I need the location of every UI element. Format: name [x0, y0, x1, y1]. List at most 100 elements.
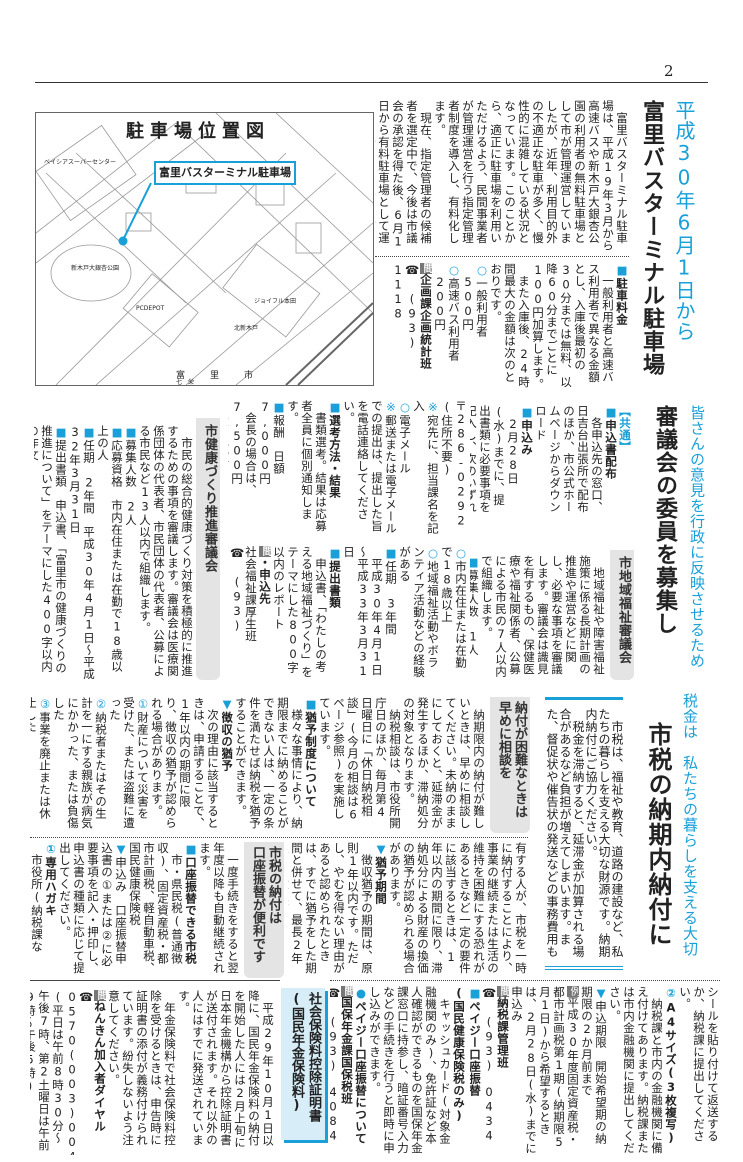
- paragraph-text: (国民健康保険税のみ): [452, 986, 466, 1123]
- bullet-marker: ▼: [594, 986, 608, 1001]
- section-heading: ■ペイジー口座振替: [470, 986, 482, 1156]
- debit-tab: 市税の納付は口座振替が便利です: [244, 842, 284, 978]
- paragraph: ○電子メール: [398, 400, 412, 542]
- paragraph: 一般利用者と高速バス利用者で異なる金額とし、入庫後最初の30分までは無料、以降6…: [531, 263, 615, 393]
- bullet-marker: ■: [82, 425, 96, 440]
- bullet-marker: ○: [475, 263, 489, 278]
- paragraph-text: ペイジー口座振替: [470, 1000, 482, 1097]
- paragraph-text: キャッシュカード(対象金融機関のみ)、免許証など本人確認ができるものを国保年金課…: [368, 986, 452, 1154]
- health-council-tab: 市健康づくり推進審議会: [196, 418, 220, 680]
- paragraph-text: ペイジー口座振替について: [354, 1000, 368, 1145]
- bullet-marker: ■: [384, 546, 398, 561]
- paragraph: 地域福祉や障害福祉施策に係る長期計画の推進や運営などに関し、必要な事項を審議しま…: [480, 555, 606, 680]
- map-label: ジョイフル本田: [254, 298, 297, 305]
- parking-body: 富里バスターミナル駐車場は、平成19年3月から高速バスや新木戸大銀杏公園の利用者…: [375, 100, 629, 252]
- paragraph-text: A4サイズ(3枚複写): [664, 1000, 678, 1146]
- paragraph-text: 書類選考。結果は応募者全員に個別通知します。: [286, 400, 328, 532]
- paragraph-text: 会長の場合は、7,500円: [230, 400, 258, 496]
- debit-body: 一度手続きをすると翌年度以降も自動継続されます。■口座振替できる市税 市・県民税…: [30, 842, 240, 975]
- paragraph: 税金を滞納すると、延滞金が加算される場合があるなど負担が増えてしまいます。また、…: [545, 708, 585, 963]
- paragraph-text: 200円: [433, 263, 447, 331]
- paragraph-text: 500円: [461, 263, 475, 331]
- map-label: 北新木戸: [234, 325, 259, 332]
- bullet-marker: ■: [328, 546, 342, 561]
- paragraph: 平成29年10月1日以降に、国民年金保険料の納付を開始した人には2月上旬に日本年…: [177, 990, 275, 1155]
- section-heading: 問納税課管理班: [496, 986, 510, 1156]
- paragraph-text: 納税者またはその生計を一にする親族が病気にかかった、または負傷した: [52, 697, 108, 829]
- paragraph-text: 徴収猶予の期間は、原則1年以内です。ただし、やむを得ない理由があると認められたと…: [288, 842, 374, 974]
- paragraph: 有する人が、市税を一時に納付することにより、事業の継続または生活の維持を困難にす…: [388, 842, 528, 975]
- inquiry-icon: 問: [259, 546, 271, 557]
- paragraph: 納税課と市内の金融機関に備え付けてあります。納税課または市内金融機関に提出してく…: [608, 986, 664, 1156]
- bullet-marker: ●: [354, 986, 368, 1001]
- section-heading: ②A4サイズ(3枚複写): [664, 986, 678, 1156]
- map-callout: 富里バスターミナル駐車場: [154, 161, 296, 185]
- paragraph: ☎ (93) 0434: [482, 986, 496, 1156]
- paragraph-text: 平成29年10月1日以降に、国民年金保険料の納付を開始した人には2月上旬に日本年…: [177, 990, 275, 1149]
- paragraph-text: 平成30年度固定資産税・都市計画税第1期(納期限5月1日)から希望するときは、2…: [510, 986, 580, 1155]
- bullet-marker: ■: [328, 400, 342, 415]
- map-title: 駐車場位置図: [126, 121, 270, 142]
- paragraph: 現在、指定管理者の候補者を選定中で、今後は市議会の承認を得た後、6月1日から有料…: [375, 100, 433, 252]
- paragraph: 一度手続きをすると翌年度以降も自動継続されます。: [198, 842, 240, 975]
- paragraph-text: 地域福祉や障害福祉施策に係る長期計画の推進や運営などに関し、必要な事項を審議しま…: [480, 555, 606, 678]
- insurance-body: 平成29年10月1日以降に、国民年金保険料の納付を開始した人には2月上旬に日本年…: [30, 990, 275, 1155]
- tax-subtitle: 税金は 私たちの暮らしを支える大切な財源です: [681, 693, 699, 957]
- accent-bar: [545, 697, 623, 700]
- paragraph-text: 申込み 口座振替申込書の①または②に必要事項を記入・押印し、申込書の種類に応じて…: [58, 842, 128, 974]
- paragraph-text: 納税課と市内の金融機関に備え付けてあります。納税課または市内金融機関に提出してく…: [608, 986, 664, 1154]
- section-heading: ■駐車料金: [615, 263, 629, 393]
- paragraph: ☎ (93) 4084: [330, 986, 340, 1156]
- consult-tab-line: 早めに相談を: [496, 701, 511, 779]
- paragraph-text: 2月28日(水)までに、提出書類に必要事項を記入し、次のいずれかの方法で申し込ん…: [470, 405, 520, 513]
- paragraph-text: ☎ (93) 1118: [391, 263, 419, 362]
- bullet-marker: 例: [567, 986, 579, 997]
- bullet-marker: ②: [94, 697, 108, 712]
- paragraph-text: 高速バス利用者: [447, 277, 461, 362]
- consult-body: 納期限内の納付が難しいときは、早めに相談してください。未納のままにしておくと、延…: [222, 697, 486, 829]
- paragraph-text: 様々な事情により、納期限までに納めることができない人は、一定の条件を満たせば納税…: [234, 697, 304, 829]
- paragraph: キャッシュカード(対象金融機関のみ)、免許証など本人確認ができるものを国保年金課…: [368, 986, 452, 1156]
- paragraph-text: ☎ (93) 4084: [330, 986, 340, 1143]
- map-label: ベイシアスーパーセンター: [44, 159, 116, 166]
- paragraph-text: 猶予期間: [374, 856, 388, 905]
- bullet-marker: ■: [304, 697, 318, 712]
- bullet-marker: ○: [398, 400, 412, 415]
- paragraph-text: 市税は、福祉や教育、道路の建設など、私たちの暮らしを支える大切な財源です。納期内…: [584, 708, 623, 958]
- paragraph-text: 申込期限 開始希望期の納期限の2か月前まで: [580, 986, 608, 1145]
- bullet-marker: ①: [136, 697, 150, 712]
- paragraph: 納期限内の納付が難しいときは、早めに相談してください。未納のままにしておくと、延…: [402, 697, 486, 829]
- insurance-box-line: 社会保険料控除証明書: [306, 992, 321, 1122]
- paragraph: (住所不要): [440, 400, 454, 542]
- bullet-marker: ○: [454, 546, 468, 561]
- paragraph: ①財産について災害を受けた、または盗難に遭った: [108, 697, 150, 829]
- paragraph-text: 事業を廃止または休止した: [30, 697, 52, 820]
- paragraph: ②納税者またはその生計を一にする親族が病気にかかった、または負傷した: [52, 697, 108, 829]
- bullet-marker: ■: [604, 405, 618, 420]
- paragraph-text: 市役所(納税課など)と日吉台出張所に備え付けてあります。申込書に個人情報保護: [30, 854, 44, 953]
- debit-body-cont: シールを貼り付けて返送するか、納税課に提出してください。②A4サイズ(3枚複写)…: [470, 986, 720, 1156]
- paragraph-text: 宛先に、担当課名を記入: [412, 400, 440, 535]
- paragraph: (平日は午前8時30分～午後7時、第2土曜日は午前9時～午後5時): [30, 990, 65, 1155]
- paragraph: 平成30年4月1日～平成33年3月31日: [342, 546, 384, 680]
- consult-body-cont: 次の理由に該当するときは、申請することで、1年以内の期間に限り、徴収の猶予が認め…: [30, 697, 220, 829]
- section-heading: (国民健康保険税のみ): [452, 986, 466, 1156]
- paragraph-text: 徴収の猶予: [222, 711, 234, 772]
- paragraph-text: (住所不要): [440, 400, 454, 477]
- paragraph-text: 各申込先の窓口、日吉台出張所で配布のほか、市公式ホームページからダウンロード: [534, 405, 604, 513]
- paragraph: 2月28日(水)までに、提出書類に必要事項を記入し、次のいずれかの方法で申し込ん…: [470, 405, 520, 515]
- paragraph-text: 市・県民税(普通徴収)、固定資産税・都市計画税、軽自動車税、国民健康保険税: [128, 842, 184, 974]
- paragraph-text: 申込み: [520, 419, 534, 456]
- section-heading: 【共通】: [618, 405, 632, 515]
- debit-tab-line: 市税の納付は: [266, 846, 281, 924]
- map-label: 七 栄: [176, 379, 195, 386]
- paragraph: ■報酬 日額 7,000円: [258, 400, 286, 542]
- paragraph-text: 一般利用者と高速バス利用者で異なる金額とし、入庫後最初の30分までは無料、以降6…: [531, 263, 615, 391]
- paragraph-text: 次の理由に該当するときは、申請することで、1年以内の期間に限り、徴収の猶予が認め…: [150, 697, 220, 829]
- paragraph-text: 企画課企画統計班: [419, 273, 433, 370]
- paragraph-text: 募集人数 1人: [470, 569, 480, 657]
- bullet-marker: ■: [228, 400, 230, 415]
- paragraph: 書類選考。結果は応募者全員に個別通知します。: [286, 400, 328, 542]
- bullet-marker: ■: [470, 555, 480, 570]
- paragraph: ■任期 3年間: [384, 546, 398, 680]
